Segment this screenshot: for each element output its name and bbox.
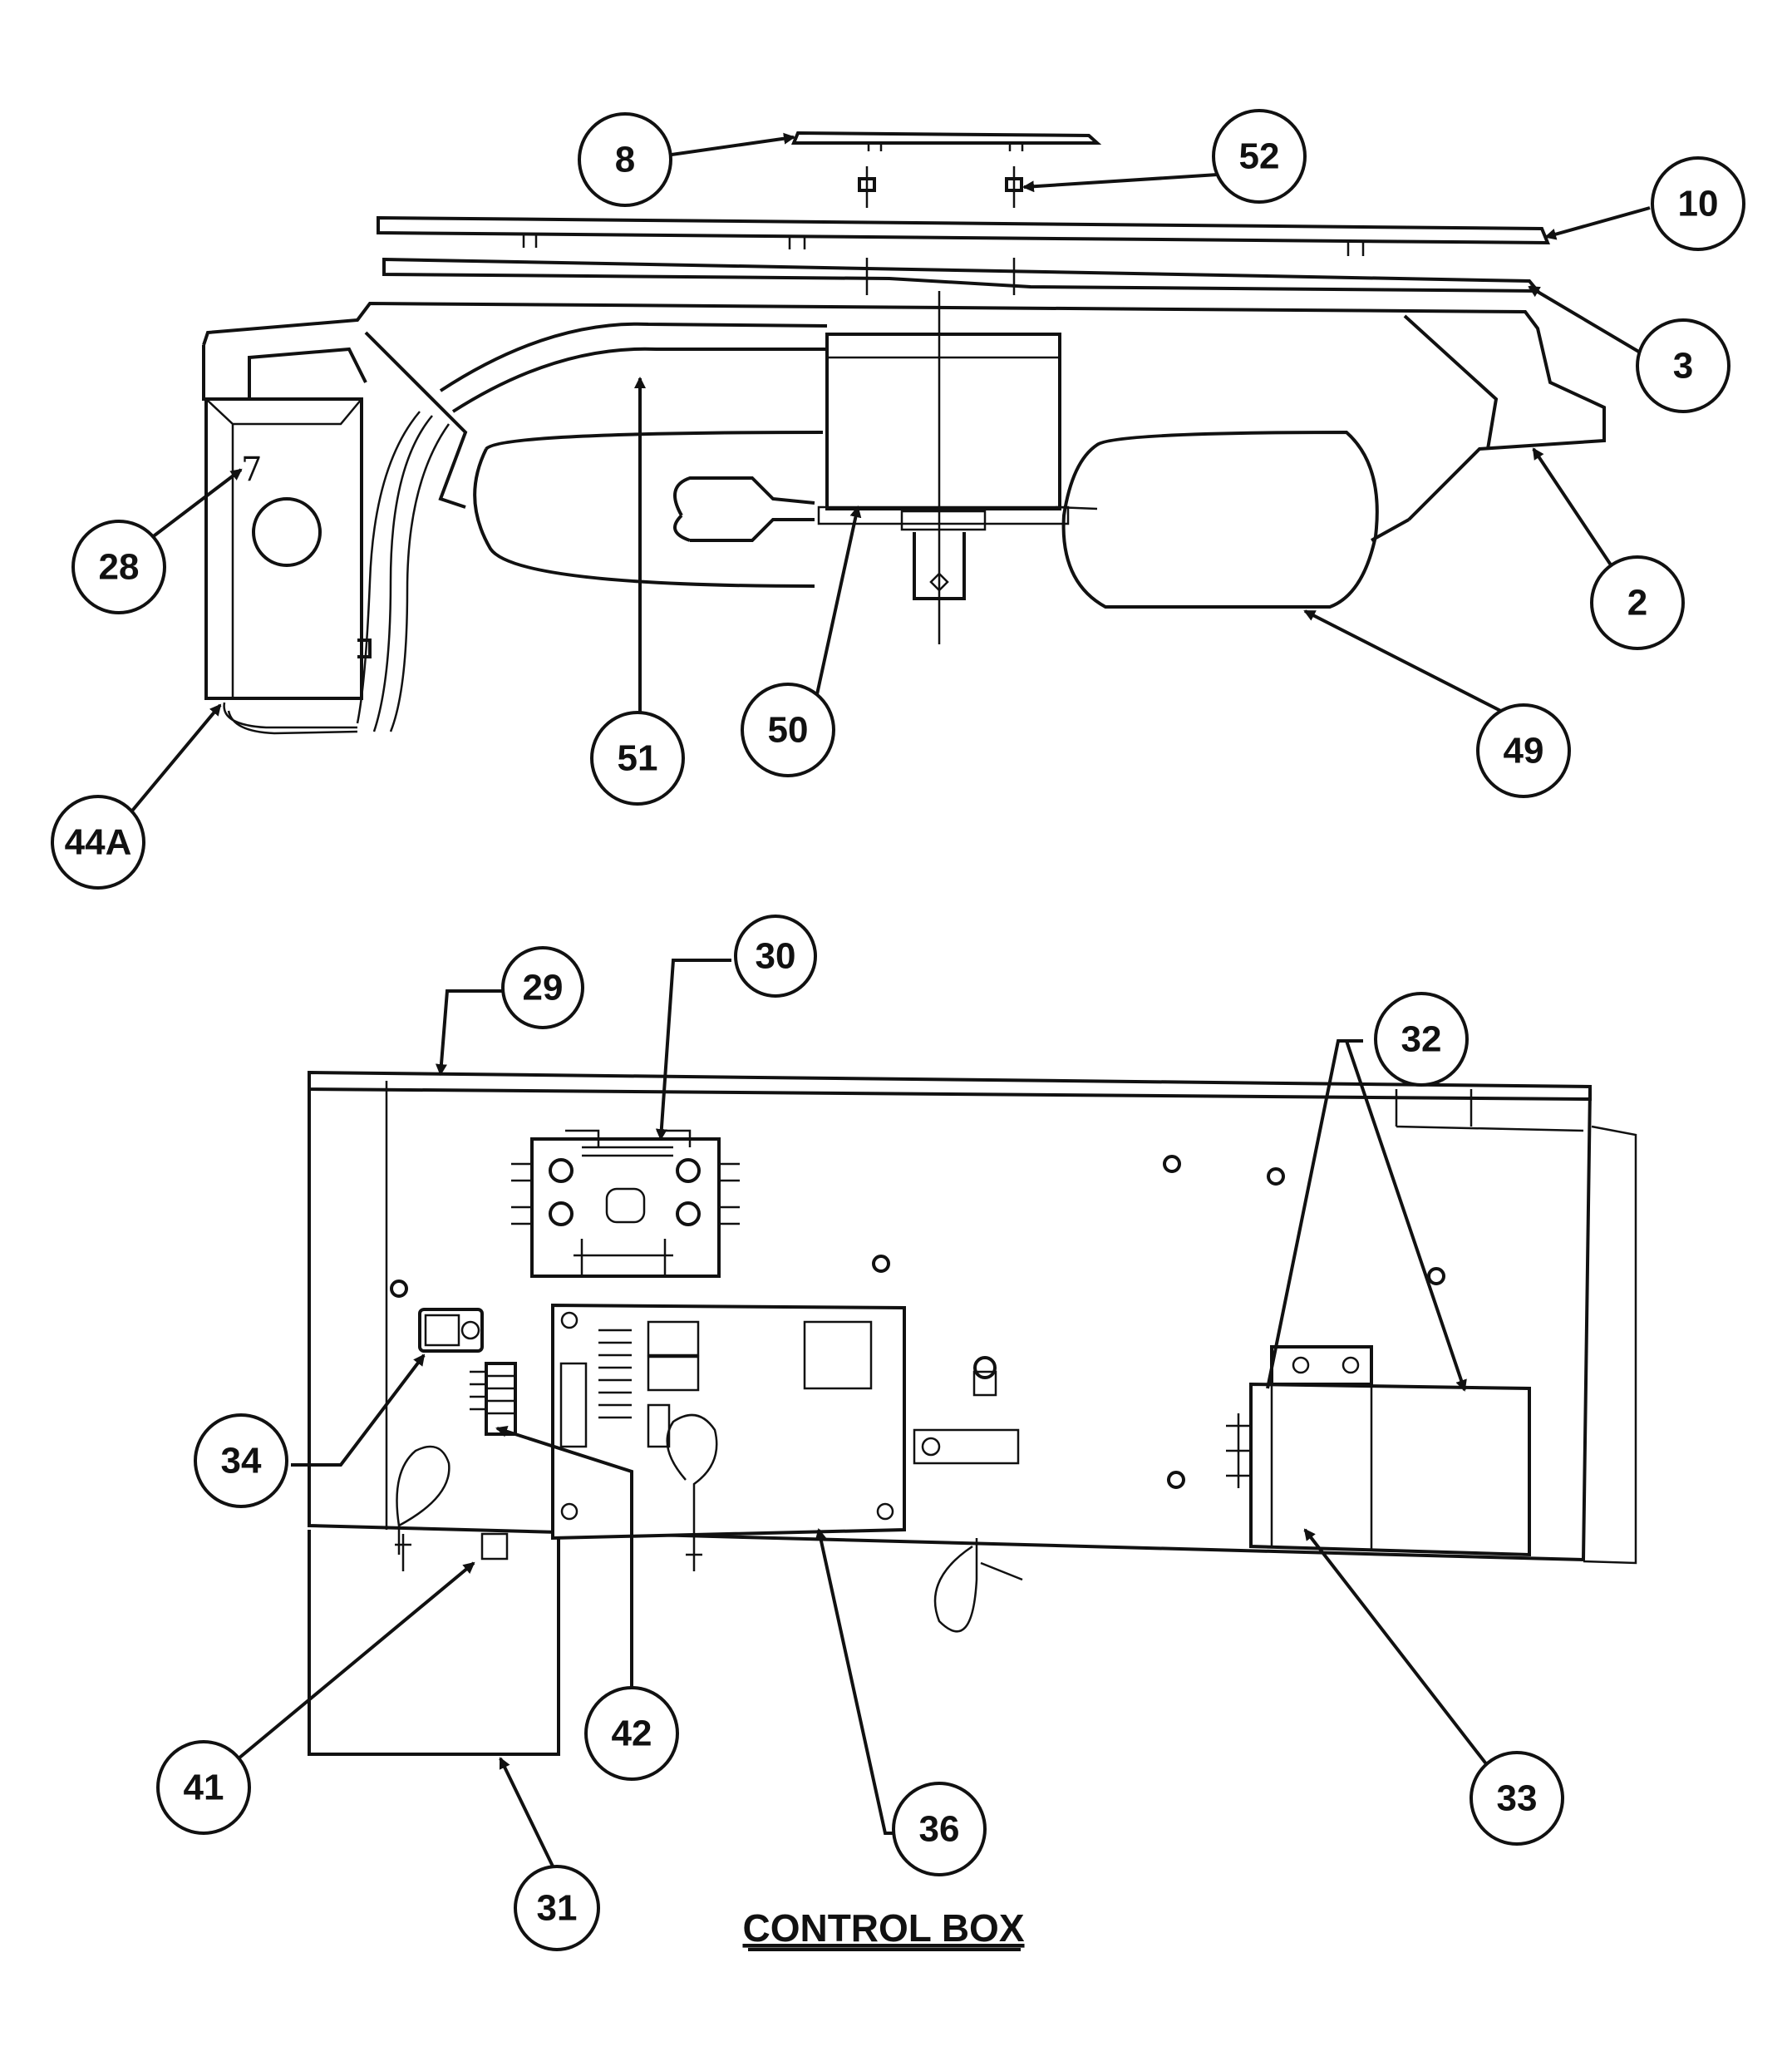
part-8-bracket	[791, 131, 1102, 145]
part-30-contactor	[511, 1129, 740, 1278]
svg-text:31: 31	[537, 1888, 578, 1929]
svg-text:10: 10	[1678, 184, 1719, 224]
svg-text:50: 50	[768, 710, 809, 751]
callout-34: 34	[194, 1413, 288, 1508]
svg-text:2: 2	[1627, 583, 1647, 624]
svg-text:33: 33	[1497, 1778, 1538, 1819]
svg-text:3: 3	[1673, 346, 1693, 387]
part-3-plate	[382, 257, 1542, 293]
callout-44A: 44A	[51, 795, 145, 890]
part-33-capacitor	[1226, 1345, 1531, 1557]
handwritten-mark: 7	[241, 451, 262, 489]
callout-3: 3	[1636, 318, 1730, 413]
svg-text:52: 52	[1239, 136, 1280, 177]
control-box-panel	[308, 1081, 1592, 1562]
part-51-harness	[439, 322, 828, 392]
svg-text:34: 34	[221, 1441, 262, 1482]
part-49-tank	[1061, 430, 1379, 609]
part-28-knockout	[252, 497, 322, 567]
callout-28: 28	[71, 520, 166, 614]
svg-text:41: 41	[184, 1768, 224, 1808]
svg-text:49: 49	[1504, 731, 1544, 772]
callout-31: 31	[514, 1865, 600, 1951]
callout-33: 33	[1470, 1751, 1564, 1846]
upper-leaders	[127, 132, 1651, 816]
part-2-housing	[202, 301, 1606, 542]
part-44A-harness	[223, 702, 358, 735]
callout-2: 2	[1590, 555, 1685, 650]
svg-text:29: 29	[523, 968, 564, 1008]
part-28-box	[204, 397, 363, 700]
callout-30: 30	[734, 915, 817, 998]
svg-text:44A: 44A	[65, 822, 132, 863]
callout-52: 52	[1212, 109, 1307, 204]
callout-50: 50	[741, 683, 835, 777]
upper-assembly: 7	[202, 131, 1606, 735]
part-36-control-board	[551, 1303, 906, 1546]
part-52-fasteners	[858, 166, 1023, 208]
part-50-center-box	[825, 333, 1061, 510]
part-34-switch	[418, 1308, 484, 1353]
svg-text:8: 8	[615, 140, 635, 180]
svg-text:42: 42	[612, 1713, 652, 1754]
control-box-caption: CONTROL BOX	[742, 1906, 1024, 1950]
svg-text:32: 32	[1401, 1019, 1442, 1060]
callout-8: 8	[578, 112, 672, 207]
callout-41: 41	[156, 1740, 251, 1835]
callout-29: 29	[501, 946, 584, 1029]
svg-text:30: 30	[756, 936, 796, 977]
control-box	[308, 1070, 1637, 1756]
svg-text:51: 51	[618, 738, 658, 779]
svg-text:28: 28	[99, 547, 140, 588]
part-10-rail	[377, 215, 1550, 245]
callout-32: 32	[1374, 992, 1469, 1087]
callout-36: 36	[892, 1782, 987, 1876]
part-31-lower-panel	[308, 1530, 560, 1756]
callout-42: 42	[584, 1686, 679, 1781]
callout-51: 51	[590, 711, 685, 806]
callout-10: 10	[1651, 156, 1745, 251]
svg-text:36: 36	[919, 1809, 960, 1850]
callout-49: 49	[1476, 703, 1571, 798]
part-42-terminal	[470, 1362, 517, 1436]
